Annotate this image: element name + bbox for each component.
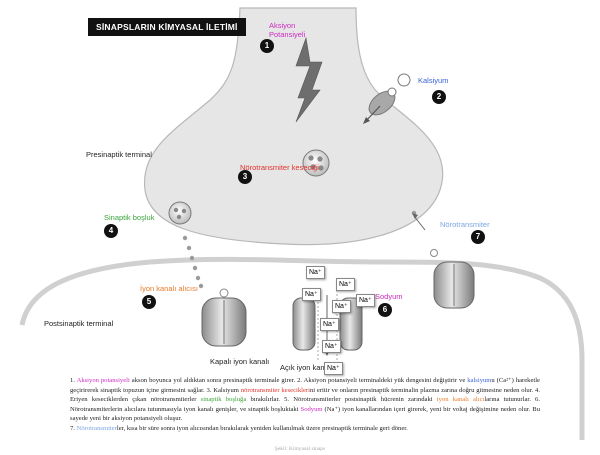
sodium-ion: Na⁺ [322,340,341,353]
neurotransmitter-release [182,235,204,289]
vesicle-3 [302,149,330,177]
postsynaptic-membrane [19,256,585,440]
diagram-caption: 1. Aksiyon potansiyeli akson boyunca yol… [70,376,540,434]
label-kesecik: Nörotransmiter keseciği [240,163,319,172]
step-badge-4: 4 [104,224,118,238]
label-iyon-alici: İyon kanalı alıcısı [140,284,198,293]
diagram-title: SİNAPSLARIN KİMYASAL İLETİMİ [88,18,246,36]
label-postsinaptik: Postsinaptik terminal [44,319,114,328]
sodium-ion: Na⁺ [356,294,375,307]
closed-ion-channel [201,288,247,347]
step-badge-2: 2 [432,90,446,104]
sodium-ion: Na⁺ [336,278,355,291]
caption-paragraph: 7. Nörotransmiterler, kısa bir süre sonr… [70,424,408,432]
step-badge-5: 5 [142,295,156,309]
sodium-ion: Na⁺ [306,266,325,279]
label-kalsiyum: Kalsiyum [418,76,449,85]
label-acik: Açık iyon kanalı [280,363,333,372]
step-badge-3: 3 [238,170,252,184]
label-kapali: Kapalı iyon kanalı [210,357,270,366]
action-potential-arrow [295,36,323,123]
calcium-channel [363,73,411,124]
label-presinaptik: Presinaptik terminal [86,150,152,159]
step-badge-1: 1 [260,39,274,53]
sodium-ion: Na⁺ [332,300,351,313]
sodium-ion: Na⁺ [324,362,343,375]
label-sodyum: Sodyum [375,292,403,301]
caption-paragraph: 1. Aksiyon potansiyeli akson boyunca yol… [70,377,540,423]
vesicle-docked [168,201,192,225]
sodium-ion: Na⁺ [302,288,321,301]
step-badge-6: 6 [378,303,392,317]
receptor-channel-right [433,261,475,309]
sodium-ion: Na⁺ [320,318,339,331]
label-sinaptik-bosluk: Sinaptik boşluk [104,213,155,222]
figure-footer: Şekil: Kimyasal sinaps [274,446,326,452]
label-norotransmiter: Nörotransmiter [440,220,490,229]
step-badge-7: 7 [471,230,485,244]
label-aksiyon: Aksiyon Potansiyeli [269,21,306,39]
neurotransmitter-recycle [411,210,438,257]
